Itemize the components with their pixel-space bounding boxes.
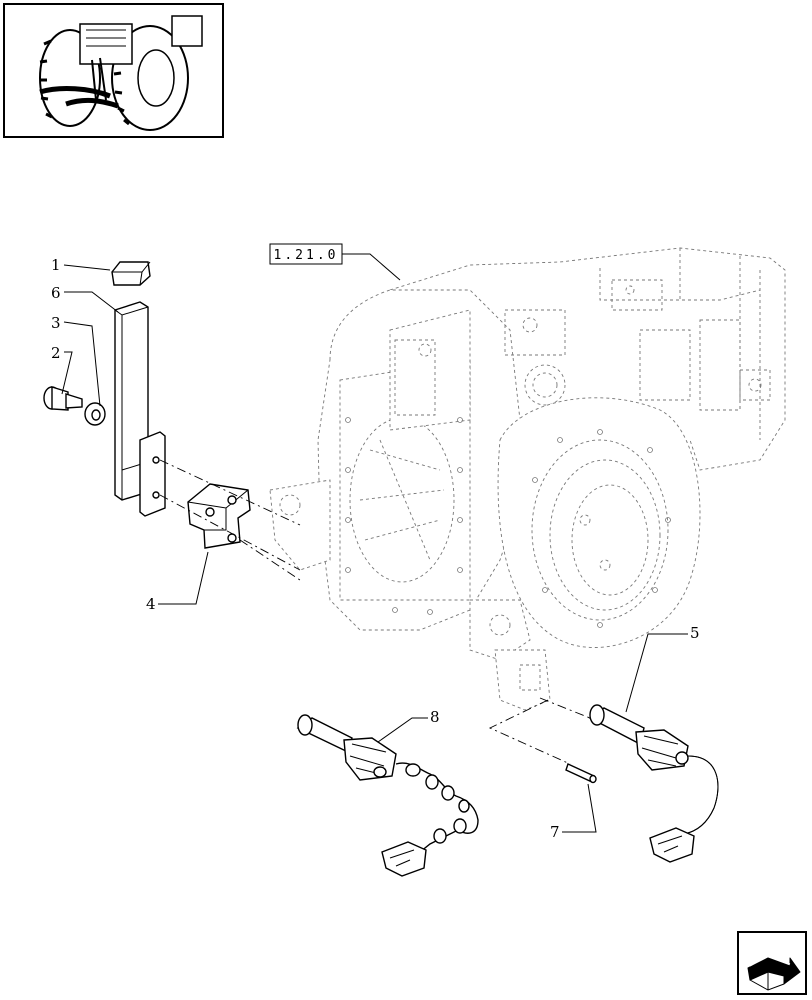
section-reference-box[interactable]: 1.21.0 [269,243,401,281]
callout-1: 1 [51,256,61,274]
callout-6: 6 [51,284,61,302]
part-7-pin [565,763,597,784]
callout-2: 2 [51,344,61,362]
part-8-sensor [296,714,479,877]
part-4-block [187,483,251,549]
callout-8: 8 [430,708,440,726]
callout-3: 3 [51,314,61,332]
tractor-thumbnail-icon [3,3,224,138]
part-1-cap [111,261,151,286]
callout-4: 4 [146,595,156,613]
assembly-line [539,697,591,719]
svg-text:1.21.0: 1.21.0 [274,248,339,263]
assembly-line [159,459,301,526]
assembly-line [488,699,571,765]
callout-5: 5 [690,624,700,642]
next-page-arrow-icon[interactable] [737,931,807,995]
leader-lines [61,264,688,833]
callout-7: 7 [550,823,560,841]
assembly-line [159,494,301,571]
assembly-line [239,539,301,581]
transmission-housing [269,247,786,711]
part-2-screw [43,386,83,411]
part-5-sensor [588,704,719,863]
part-3-washer [84,402,106,426]
bracket-plate [139,431,166,517]
